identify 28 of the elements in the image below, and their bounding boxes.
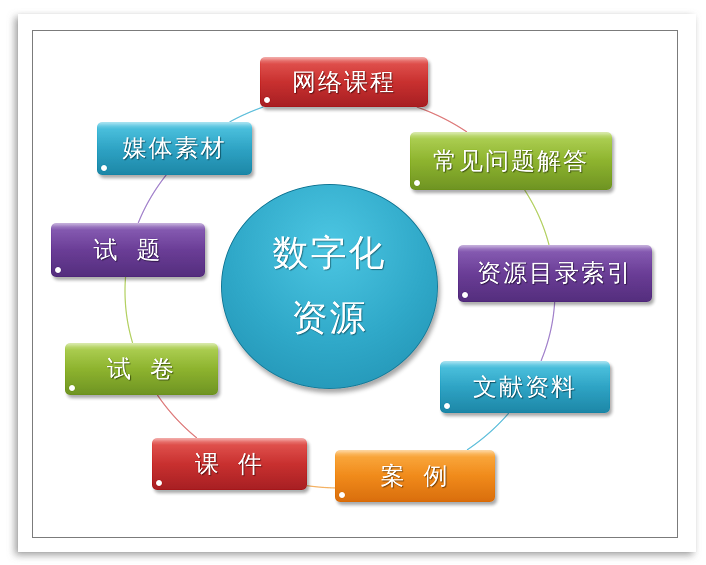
category-box <box>260 57 428 107</box>
category-label: 试 卷 <box>107 354 176 384</box>
ring-connector <box>466 412 510 451</box>
category-box <box>410 132 612 190</box>
category-label: 资源目录索引 <box>477 259 633 288</box>
category-label: 常见问题解答 <box>433 146 589 176</box>
category-label: 文献资料 <box>473 372 577 402</box>
category-label: 课 件 <box>195 450 264 478</box>
category-box <box>335 450 495 502</box>
category-box <box>152 438 307 490</box>
category-label: 案 例 <box>380 462 450 490</box>
category-label: 网络课程 <box>292 68 396 96</box>
category-label: 试 题 <box>94 236 162 264</box>
ring-connector <box>229 106 264 123</box>
ring-connector <box>138 174 167 224</box>
category-box <box>458 245 652 302</box>
ring-connector <box>124 276 134 344</box>
ring-connector <box>306 485 336 489</box>
category-box <box>97 122 252 175</box>
category-box <box>51 223 205 277</box>
center-label: 数字化资源 <box>271 232 388 340</box>
ring-connector <box>524 189 550 246</box>
category-box <box>65 343 218 395</box>
category-box <box>440 361 610 413</box>
category-label: 媒体素材 <box>122 134 226 163</box>
ring-connector <box>156 394 198 439</box>
ring-connector <box>416 106 468 133</box>
ring-connector <box>540 302 556 362</box>
